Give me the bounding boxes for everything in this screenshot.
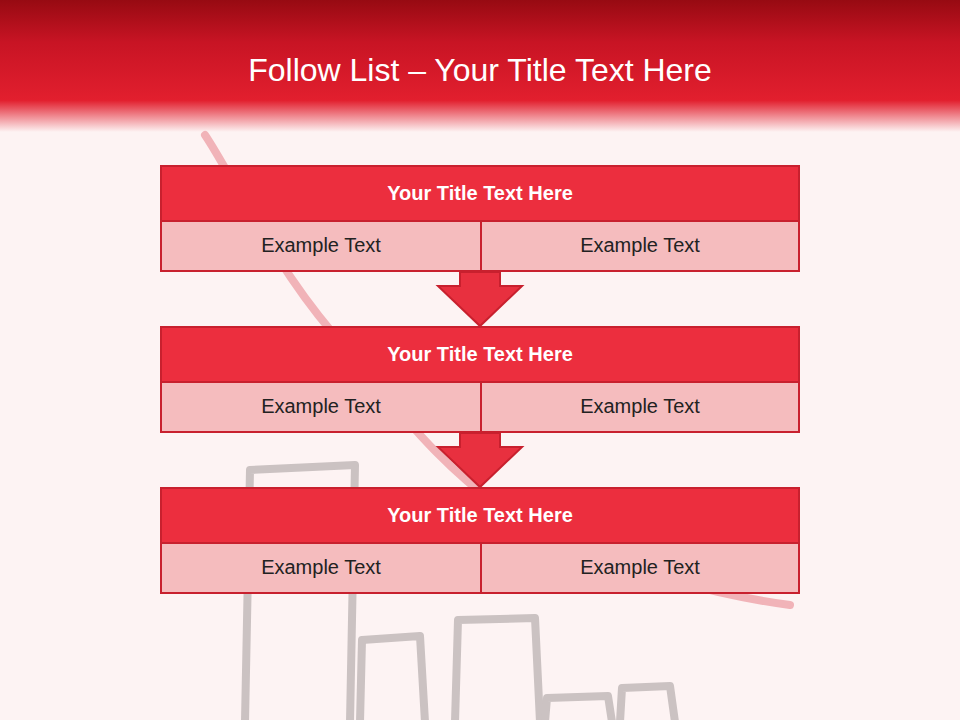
page-title: Follow List – Your Title Text Here <box>0 52 960 89</box>
stage-box: Your Title Text HereExample TextExample … <box>160 487 800 594</box>
example-cell: Example Text <box>162 383 480 431</box>
example-cell: Example Text <box>162 544 480 592</box>
block-arrow <box>438 433 522 487</box>
cell-text: Example Text <box>162 383 480 430</box>
cell-text: Example Text <box>482 222 798 269</box>
example-cell: Example Text <box>162 222 480 270</box>
example-cell: Example Text <box>480 222 798 270</box>
block-arrow <box>438 272 522 326</box>
cell-text: Example Text <box>162 544 480 591</box>
stage-title: Your Title Text Here <box>162 328 798 383</box>
stage-title: Your Title Text Here <box>162 167 798 222</box>
example-cell: Example Text <box>480 383 798 431</box>
cell-text: Example Text <box>162 222 480 269</box>
bar-outline <box>545 696 612 720</box>
example-cell: Example Text <box>480 544 798 592</box>
cell-text: Example Text <box>482 544 798 591</box>
bar-outline <box>360 636 425 720</box>
stage-box: Your Title Text HereExample TextExample … <box>160 326 800 433</box>
cell-text: Example Text <box>482 383 798 430</box>
stage-title: Your Title Text Here <box>162 489 798 544</box>
stage-box: Your Title Text HereExample TextExample … <box>160 165 800 272</box>
bar-outline <box>620 686 675 720</box>
bar-outline <box>455 618 540 720</box>
